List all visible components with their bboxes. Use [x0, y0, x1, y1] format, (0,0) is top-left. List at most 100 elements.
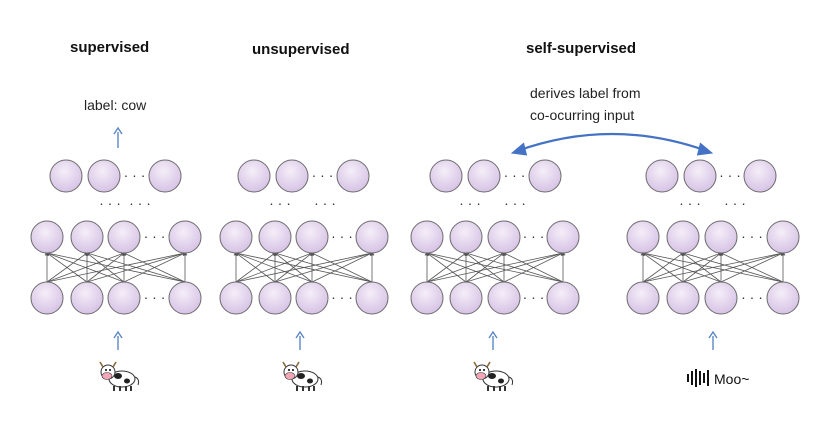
cow-icon-horns: [99, 361, 117, 368]
cow-icon-eye: [109, 369, 111, 371]
panel-2-mid-neuron: [219, 220, 253, 254]
cow-icon-spot: [498, 378, 504, 384]
panel-3-layer-ellipsis: · · ·: [459, 195, 481, 211]
panel-2-edge: [309, 251, 373, 283]
panel-4-mid-neuron: [704, 220, 738, 254]
cow-icon-eye: [483, 369, 485, 371]
panel-1-edge: [44, 251, 125, 283]
panel-3-bottom-neuron: [449, 281, 483, 315]
panel-2-bottom-neuron: [355, 281, 389, 315]
panel-3-bottom-neuron: [410, 281, 444, 315]
panel-1-top-neuron: [148, 159, 182, 193]
cow-icon-spot: [307, 378, 313, 384]
panel-2-bottom-neuron: [219, 281, 253, 315]
panel-1-mid-neuron: [107, 220, 141, 254]
panel-3-mid-neuron: [410, 220, 444, 254]
panel-4-edge: [641, 251, 684, 283]
supervised-label-text: label: cow: [84, 97, 147, 113]
panel-3-bottom-neuron: [546, 281, 580, 315]
panel-1-top-neuron: [87, 159, 121, 193]
panel-4-bottom-neuron: [766, 281, 800, 315]
panel-2-layer-ellipsis: · · ·: [314, 195, 336, 211]
panel-title-unsupervised: unsupervised: [252, 41, 350, 58]
cow-icon-spot: [124, 378, 130, 384]
panel-1-mid-ellipsis: · · ·: [144, 228, 166, 244]
panel-2-top-neuron: [336, 159, 370, 193]
cow-icon-muzzle: [101, 372, 113, 380]
panel-1-edge: [45, 251, 88, 283]
panel-2-mid-neuron: [295, 220, 329, 254]
panel-4-edge: [680, 251, 784, 283]
panel-1-bottom-ellipsis: · · ·: [144, 289, 166, 305]
cow-icon-horns: [473, 361, 491, 368]
cow-icon-eye: [105, 369, 107, 371]
cow-icon-muzzle: [475, 372, 487, 380]
cow-icon-tail: [508, 376, 514, 386]
cow-icon-spot: [297, 373, 305, 379]
panel-3-edge: [424, 251, 505, 283]
panel-4-top-ellipsis: · · ·: [719, 167, 741, 183]
panel-3-top-neuron: [528, 159, 562, 193]
cow-icon: [99, 361, 140, 391]
panel-3-mid-neuron: [487, 220, 521, 254]
cow-icon-eye: [479, 369, 481, 371]
panel-3-layer-ellipsis: · · ·: [504, 195, 526, 211]
panel-1-bottom-neuron: [30, 281, 64, 315]
panel-2-input-arrow-head: [295, 330, 305, 339]
cow-icon-spot: [488, 373, 496, 379]
panel-4-top-neuron: [683, 159, 717, 193]
cow-icon-muzzle: [284, 372, 296, 380]
panel-3-mid-ellipsis: · · ·: [523, 228, 545, 244]
panel-2-edge: [233, 251, 313, 283]
self-supervised-note-line-2: co-ocurring input: [530, 107, 635, 123]
cow-icon-eye: [292, 369, 294, 371]
panel-4-edge: [718, 251, 784, 283]
cow-icon-eye: [288, 369, 290, 371]
co-occurrence-curve: [516, 132, 708, 153]
panel-4-bottom-ellipsis: · · ·: [741, 289, 763, 305]
panel-2-edge: [233, 251, 373, 283]
panel-2-edge: [234, 251, 276, 283]
panel-1-mid-neuron: [30, 220, 64, 254]
self-supervised-note-line-1: derives label from: [530, 85, 641, 101]
panel-4-layer-ellipsis: · · ·: [679, 195, 701, 211]
panel-1-edge: [85, 251, 125, 283]
panel-1-edge: [84, 251, 186, 283]
panel-4-top-neuron: [743, 159, 777, 193]
panel-3-top-neuron: [429, 159, 463, 193]
panel-title-self-supervised: self-supervised: [526, 40, 637, 57]
panel-1-top-ellipsis: · · ·: [124, 167, 146, 183]
panel-1-edge: [121, 251, 186, 283]
panel-3-top-ellipsis: · · ·: [504, 167, 526, 183]
panel-4-edge: [640, 251, 722, 283]
panel-1-input-arrow-head: [113, 330, 123, 339]
panel-2-bottom-ellipsis: · · ·: [331, 289, 353, 305]
cow-icon-tail: [134, 376, 140, 386]
panel-title-supervised: supervised: [70, 39, 150, 56]
panel-4-mid-neuron: [626, 220, 660, 254]
panel-2-edge: [273, 251, 313, 283]
cow-icon: [473, 361, 514, 391]
panel-1-bottom-neuron: [168, 281, 202, 315]
panel-2-top-neuron: [275, 159, 309, 193]
panel-1-bottom-neuron: [107, 281, 141, 315]
panel-2-mid-ellipsis: · · ·: [331, 228, 353, 244]
panel-3-edge: [425, 251, 467, 283]
panel-2-bottom-neuron: [258, 281, 292, 315]
panel-2-top-neuron: [237, 159, 271, 193]
cow-icon-horns: [282, 361, 300, 368]
panel-1-bottom-neuron: [70, 281, 104, 315]
panel-3-mid-neuron: [546, 220, 580, 254]
supervised-label-arrow-head: [113, 126, 123, 135]
panel-1-mid-neuron: [70, 220, 104, 254]
panel-1-edge: [44, 251, 186, 283]
panel-4-layer-ellipsis: · · ·: [724, 195, 746, 211]
panel-4-edge: [640, 251, 784, 283]
panel-3-mid-neuron: [449, 220, 483, 254]
panel-3-input-arrow-head: [488, 330, 498, 339]
panel-3-edge: [501, 251, 564, 283]
cow-icon: [282, 361, 323, 391]
panel-1-layer-ellipsis: · · ·: [99, 195, 121, 211]
panel-3-top-neuron: [467, 159, 501, 193]
